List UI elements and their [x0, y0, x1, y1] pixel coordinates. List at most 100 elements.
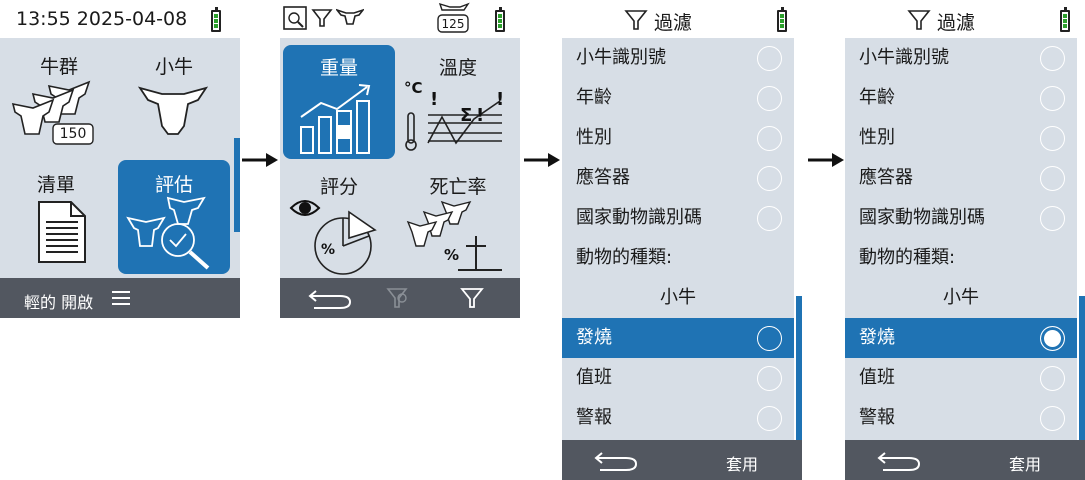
tile-mortality[interactable]: 死亡率 % — [402, 164, 514, 278]
footer-bar: 輕的 開啟 — [0, 278, 240, 318]
filter-icon — [311, 9, 333, 27]
screen-evaluation-menu: 125 重量 溫度 °C — [280, 0, 520, 318]
list-item-label: 警報 — [859, 407, 895, 428]
list-item[interactable]: 小牛識別號 — [845, 38, 1077, 78]
list-item[interactable]: 年齡 — [845, 78, 1077, 118]
list-item-selected[interactable]: 發燒 — [562, 318, 794, 358]
evaluation-grid: 重量 溫度 °C !Σ!! — [280, 38, 520, 278]
apply-button[interactable]: 套用 — [1009, 455, 1042, 474]
list-item-label: 國家動物識別碼 — [859, 207, 985, 228]
radio-button[interactable] — [757, 166, 782, 191]
list-item[interactable]: 年齡 — [562, 78, 794, 118]
status-bar: 125 — [280, 0, 520, 38]
tile-list-label: 清單 — [37, 174, 76, 196]
tile-temperature[interactable]: 溫度 °C !Σ!! — [402, 45, 514, 159]
list-item[interactable]: 值班 — [562, 358, 794, 398]
back-icon[interactable] — [877, 448, 921, 472]
list-item-selected[interactable]: 發燒 — [845, 318, 1077, 358]
list-item-label: 年齡 — [576, 87, 612, 108]
tile-mortality-label: 死亡率 — [429, 176, 487, 198]
tile-score[interactable]: 評分 % — [283, 164, 395, 278]
list-item-label: 警報 — [576, 407, 612, 428]
svg-text:°C: °C — [404, 79, 423, 97]
herd-count-badge-frame — [52, 123, 94, 145]
list-item-label: 發燒 — [859, 327, 895, 348]
list-item[interactable]: 應答器 — [845, 158, 1077, 198]
radio-button[interactable] — [1040, 126, 1065, 151]
radio-button[interactable] — [1040, 166, 1065, 191]
scrollbar[interactable] — [1079, 296, 1085, 440]
filter-list: 小牛識別號 年齡 性別 應答器 國家動物識別碼 動物的種類: 小牛 發燒 值班 … — [562, 38, 794, 440]
radio-button[interactable] — [757, 86, 782, 111]
radio-button[interactable] — [757, 366, 782, 391]
section-subheading: 小牛 — [562, 278, 794, 318]
radio-button[interactable] — [757, 326, 782, 351]
radio-button[interactable] — [1040, 206, 1065, 231]
tile-weight[interactable]: 重量 — [283, 45, 395, 159]
back-icon[interactable] — [594, 448, 638, 472]
list-item[interactable]: 國家動物識別碼 — [562, 198, 794, 238]
section-heading-label: 動物的種類: — [576, 247, 673, 268]
status-bar: 過濾 — [845, 0, 1085, 38]
filter-remove-icon — [386, 288, 408, 308]
radio-button[interactable] — [757, 46, 782, 71]
svg-text:!: ! — [496, 89, 504, 110]
filter-icon — [907, 10, 931, 30]
evaluation-icon — [126, 196, 210, 270]
list-item[interactable]: 國家動物識別碼 — [845, 198, 1077, 238]
calf-small-icon — [336, 8, 364, 25]
list-item-label: 性別 — [859, 127, 895, 148]
footer-bar — [280, 278, 520, 318]
radio-button[interactable] — [1040, 406, 1065, 431]
section-heading-label: 動物的種類: — [859, 247, 956, 268]
filter-icon — [624, 10, 648, 30]
status-bar: 13:55 2025-04-08 — [0, 0, 240, 38]
list-item[interactable]: 性別 — [562, 118, 794, 158]
tile-evaluation[interactable]: 評估 — [118, 160, 230, 274]
apply-button[interactable]: 套用 — [726, 455, 759, 474]
tile-herd[interactable]: 牛群 150 — [3, 38, 115, 152]
tile-list[interactable]: 清單 — [3, 160, 115, 274]
radio-button[interactable] — [1040, 366, 1065, 391]
list-item-label: 值班 — [859, 367, 895, 388]
hamburger-menu-icon[interactable] — [111, 290, 131, 306]
list-item-label: 應答器 — [859, 167, 913, 188]
radio-button-checked[interactable] — [1040, 326, 1065, 351]
document-icon — [38, 201, 86, 263]
battery-icon — [495, 7, 505, 32]
tile-score-label: 評分 — [319, 176, 358, 198]
list-item[interactable]: 值班 — [845, 358, 1077, 398]
back-icon[interactable] — [308, 286, 352, 310]
svg-text:%: % — [321, 242, 335, 258]
arrow-right-icon — [808, 153, 844, 167]
radio-button[interactable] — [1040, 86, 1065, 111]
list-item-label: 發燒 — [576, 327, 612, 348]
page-title: 過濾 — [654, 12, 693, 34]
list-item[interactable]: 小牛識別號 — [562, 38, 794, 78]
tile-calves[interactable]: 小牛 — [118, 38, 230, 152]
mortality-icon: % — [406, 200, 502, 271]
light-on-label[interactable]: 輕的 開啟 — [24, 293, 94, 312]
scrollbar[interactable] — [796, 296, 802, 440]
list-item[interactable]: 警報 — [845, 398, 1077, 438]
radio-button[interactable] — [1040, 46, 1065, 71]
radio-button[interactable] — [757, 206, 782, 231]
list-item[interactable]: 警報 — [562, 398, 794, 438]
radio-button[interactable] — [757, 126, 782, 151]
tile-calves-label: 小牛 — [154, 56, 193, 78]
battery-icon — [777, 7, 787, 32]
battery-icon — [211, 7, 221, 32]
score-icon: % — [289, 200, 377, 275]
list-item[interactable]: 性別 — [845, 118, 1077, 158]
page-title: 過濾 — [937, 12, 976, 34]
screen-filter: 過濾 小牛識別號 年齡 性別 應答器 國家動物識別碼 動物的種類: 小牛 發燒 … — [562, 0, 802, 480]
svg-text:Σ: Σ — [460, 105, 472, 126]
arrow-right-icon — [524, 153, 560, 167]
scrollbar[interactable] — [234, 138, 240, 232]
herd-count-badge: 150 — [59, 126, 87, 142]
radio-button[interactable] — [757, 406, 782, 431]
filter-icon[interactable] — [460, 286, 484, 310]
list-item[interactable]: 應答器 — [562, 158, 794, 198]
screen-main-menu: 13:55 2025-04-08 牛群 150 小牛 清單 — [0, 0, 240, 318]
animal-count: 125 — [441, 17, 465, 31]
